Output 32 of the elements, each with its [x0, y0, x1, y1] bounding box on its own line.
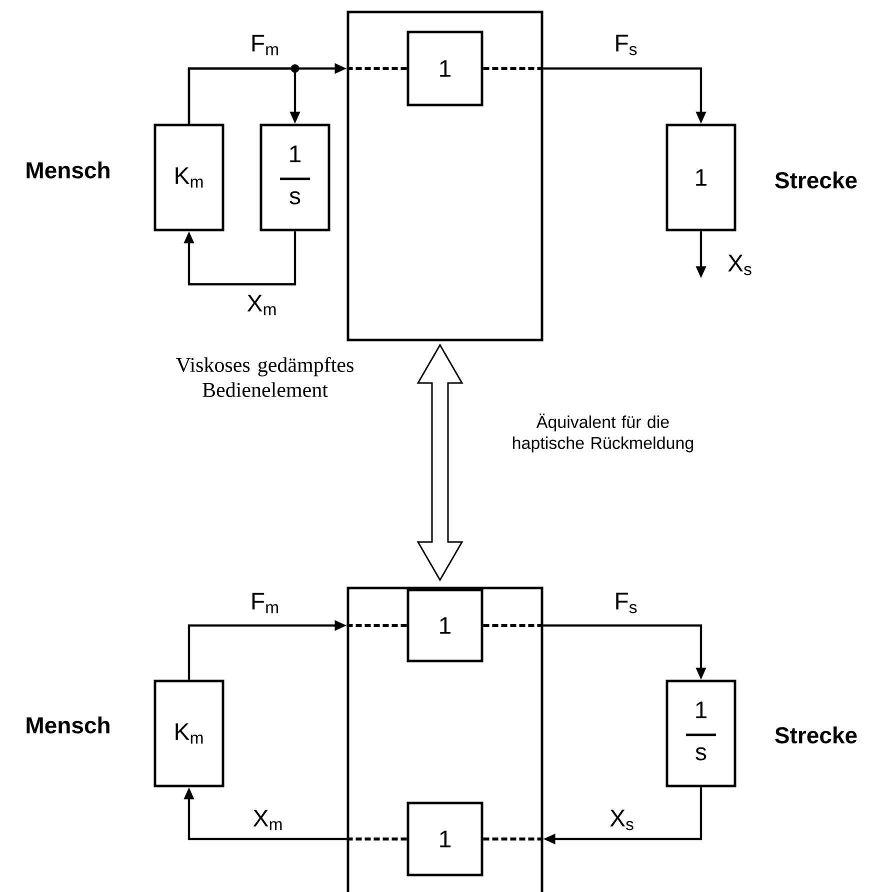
edge-label: X$_{m}$ — [247, 294, 276, 316]
arrow — [184, 231, 296, 286]
transfer-block: 1 — [406, 588, 484, 662]
arrow — [188, 64, 300, 124]
connector-line — [346, 624, 407, 627]
element-box — [346, 10, 544, 342]
group-label: Strecke — [775, 172, 857, 188]
edge-label: X$_{s}$ — [610, 810, 634, 830]
fraction-block: 1 s — [260, 124, 330, 232]
transfer-block: K$_{m}$ — [154, 680, 224, 788]
transfer-block: 1 — [406, 30, 484, 106]
group-label: Strecke — [775, 726, 857, 744]
connector-line — [346, 838, 407, 840]
connector-line — [483, 624, 544, 627]
edge-label: X$_{m}$ — [253, 810, 282, 830]
edge-label: X$_{s}$ — [728, 254, 752, 276]
connector-line — [483, 838, 544, 840]
connector-line — [483, 67, 544, 70]
edge-label: F$_{s}$ — [616, 34, 637, 56]
node-label: Viskoses gedämpftes Bedienelement — [176, 357, 354, 397]
edge-label: F$_{m}$ — [252, 592, 278, 614]
edge-label: F$_{m}$ — [252, 34, 278, 56]
transfer-block: 1 — [406, 802, 484, 876]
transfer-block: K$_{m}$ — [154, 124, 224, 232]
connector-line — [346, 67, 407, 70]
element-box — [346, 586, 544, 892]
group-label: Mensch — [26, 716, 110, 734]
edge-label: Äquivalent für die haptische Rückmeldung — [512, 414, 694, 452]
transfer-block: 1 — [666, 124, 736, 232]
edge-label: F$_{s}$ — [616, 592, 637, 614]
fraction-block: 1 s — [666, 680, 736, 788]
group-label: Mensch — [26, 162, 110, 178]
